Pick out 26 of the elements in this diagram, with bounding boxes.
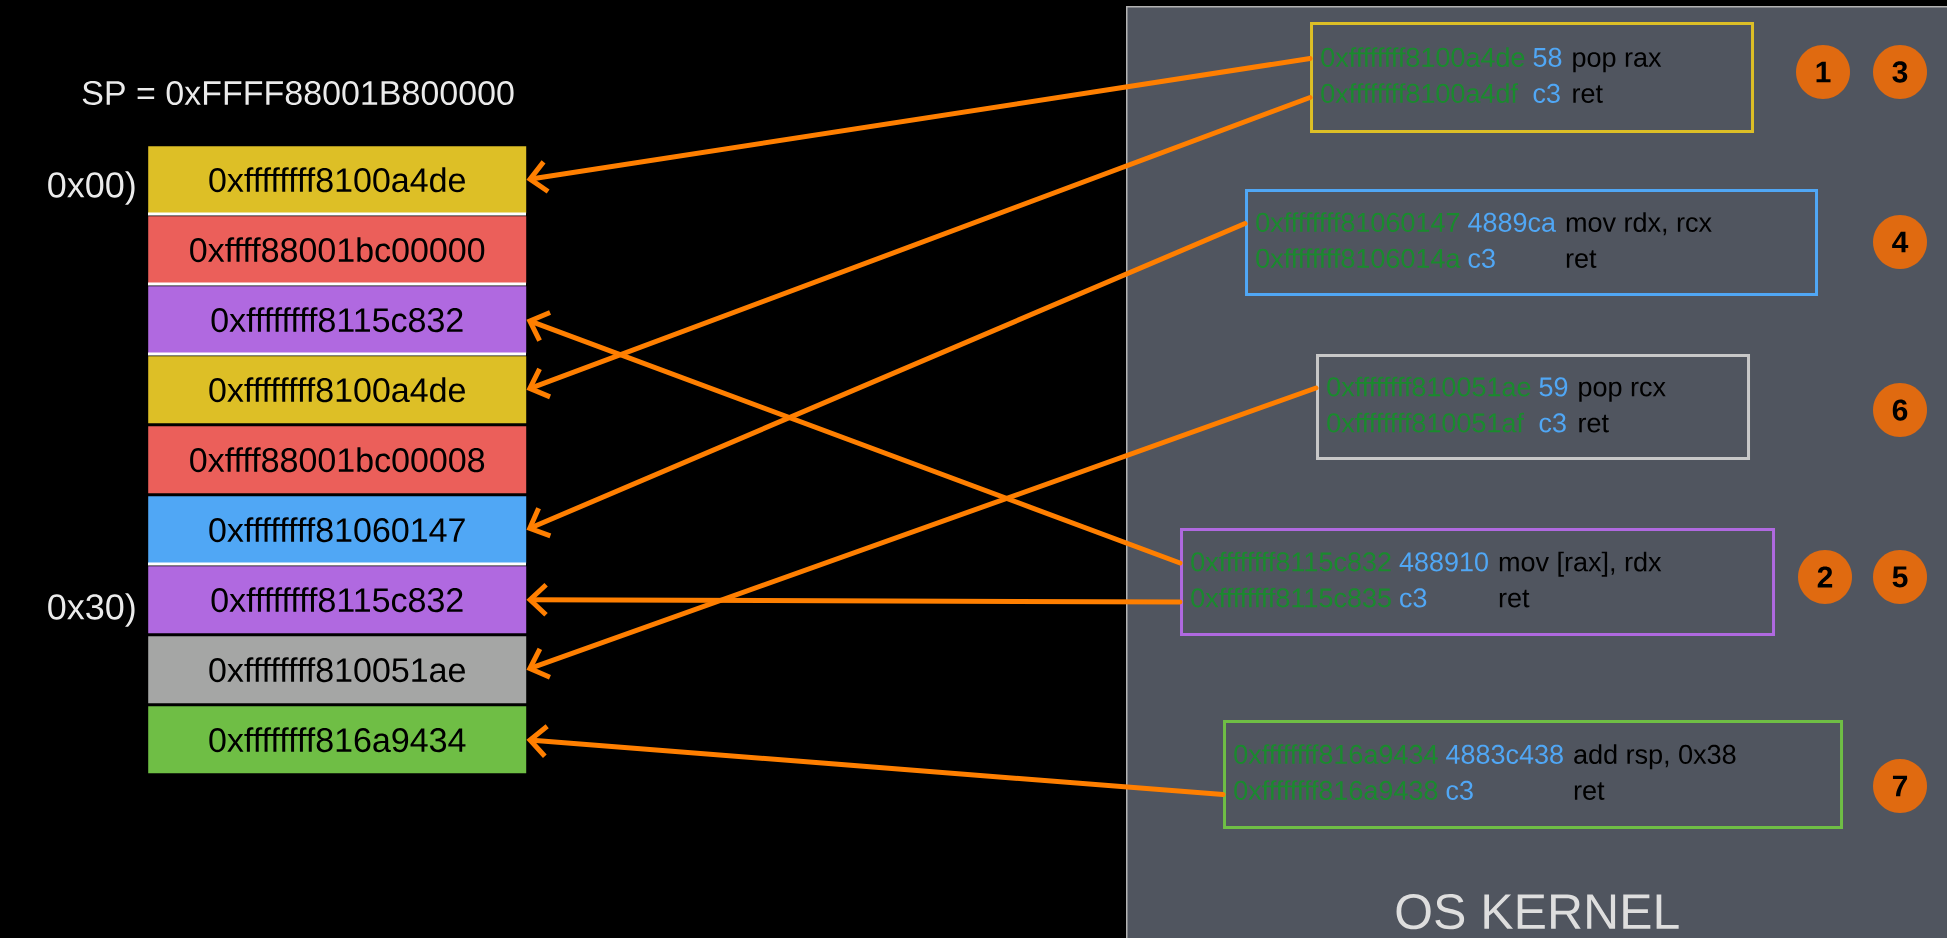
- step-number: 1: [1796, 45, 1850, 99]
- stack-label: SP = 0xFFFF88001B800000: [82, 80, 514, 106]
- step-number: 2: [1798, 550, 1852, 604]
- step-number: 3: [1873, 45, 1927, 99]
- stack-cell: 0xffffffff8100a4de: [148, 356, 527, 424]
- stack-cell: 0xffffffff8115c832: [148, 286, 527, 354]
- arrow: [526, 724, 1226, 797]
- step-number: 7: [1873, 759, 1927, 813]
- arrow: [526, 95, 1313, 400]
- step-number: 6: [1873, 383, 1927, 437]
- arrow: [526, 385, 1319, 680]
- stack-cell: 0xffffffff8115c832: [148, 566, 527, 634]
- arrow: [526, 56, 1313, 194]
- arrow: [526, 310, 1183, 566]
- step-number: 4: [1873, 215, 1927, 269]
- stack-cell: 0xffffffff816a9434: [148, 706, 527, 774]
- arrow: [526, 221, 1248, 539]
- step-number: 5: [1873, 550, 1927, 604]
- stack-cell: 0xffffffff810051ae: [148, 636, 527, 704]
- stack-label: 0x30): [48, 593, 135, 627]
- stack-cell: 0xffff88001bc00000: [148, 216, 527, 284]
- stack-cell: 0xffffffff81060147: [148, 496, 527, 564]
- stack-label: 0x00): [48, 171, 135, 205]
- stack-cell: 0xffffffff8100a4de: [148, 146, 527, 214]
- stack-cell: 0xffff88001bc00008: [148, 426, 527, 494]
- arrow: [526, 582, 1183, 617]
